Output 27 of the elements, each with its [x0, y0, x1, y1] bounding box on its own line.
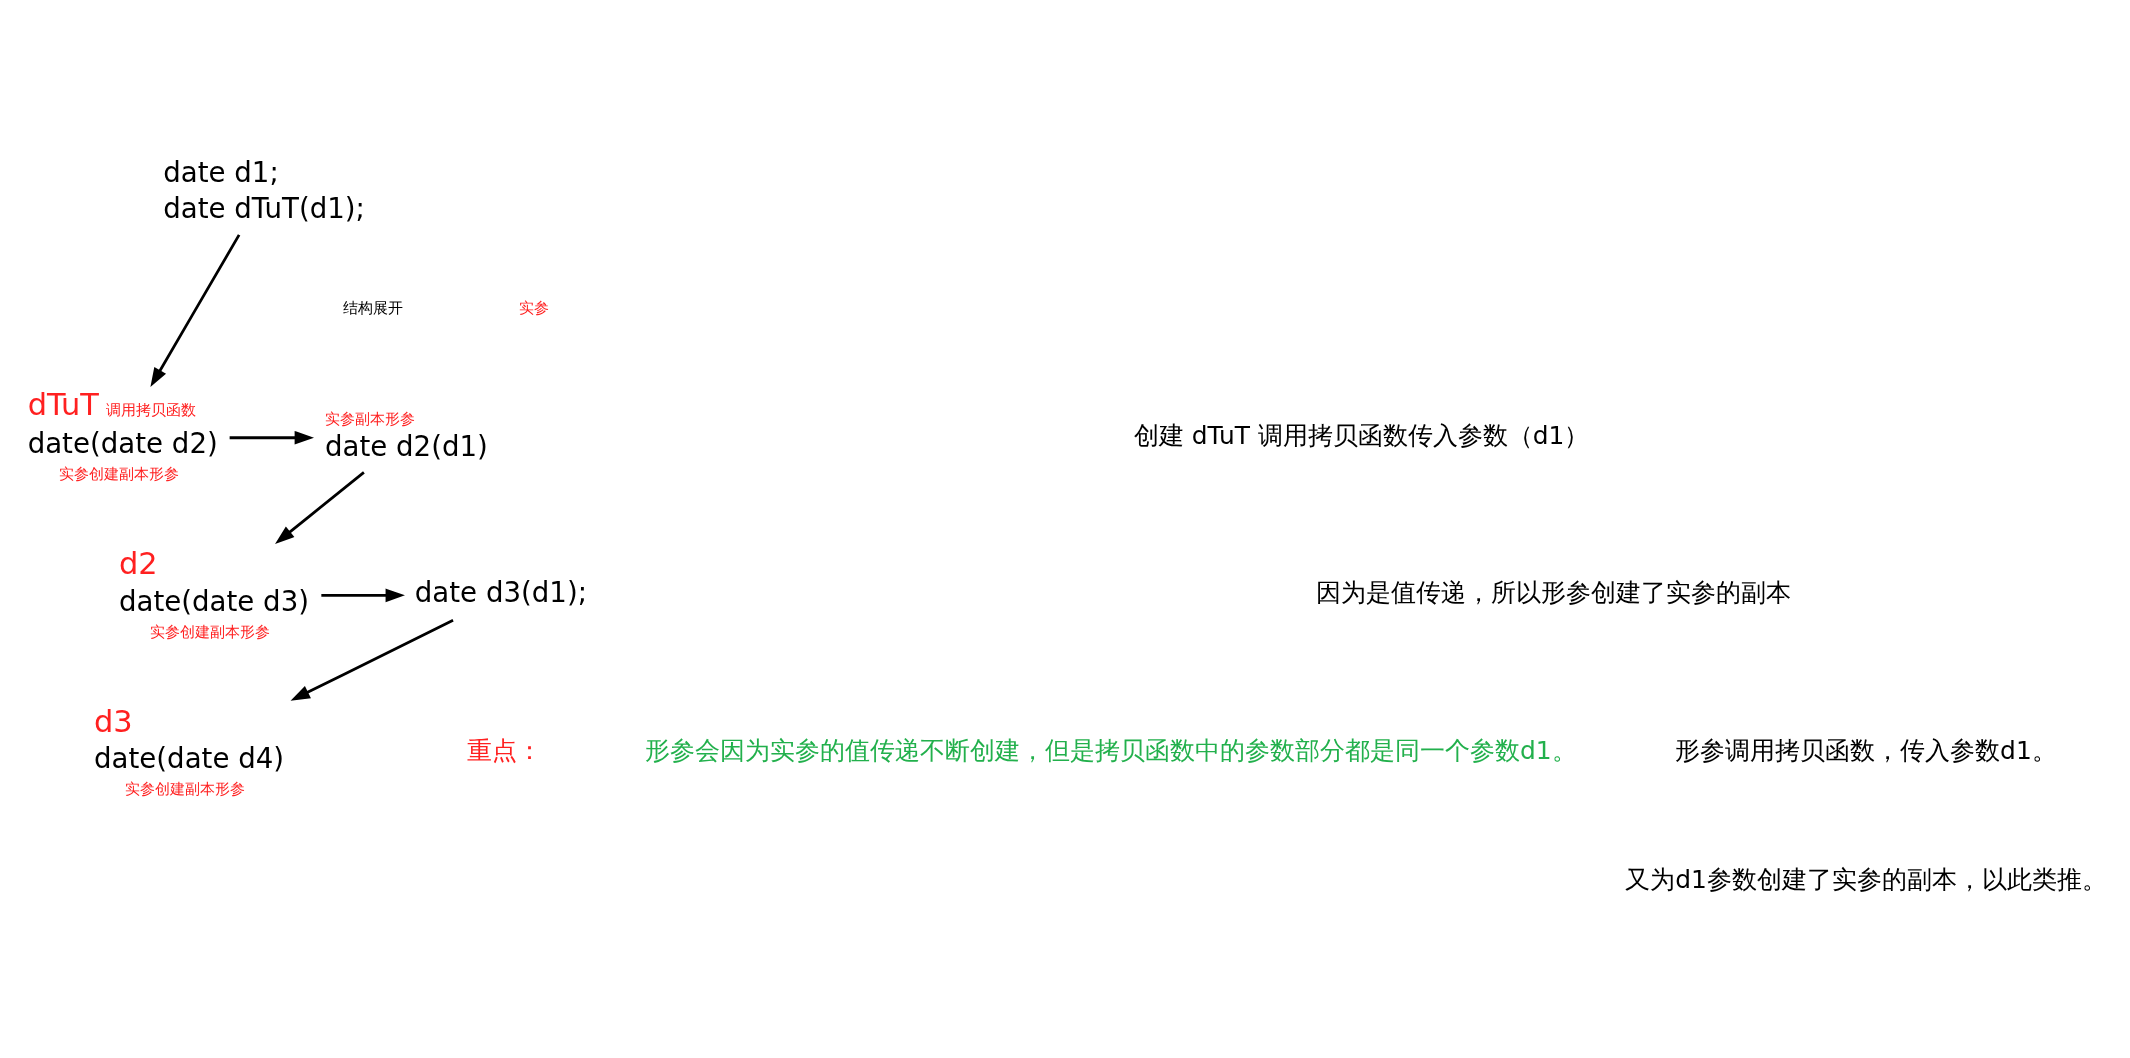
node-label: 实参创建副本形参	[125, 780, 246, 799]
node-label: 实参副本形参	[324, 409, 415, 428]
node-label: 调用拷贝函数	[106, 401, 197, 420]
node-text: date d1; date dTuT(d1);	[163, 155, 365, 225]
node-text: date(date d2)	[27, 426, 218, 460]
node-text: date(date d4)	[94, 742, 285, 776]
node-label: 实参创建副本形参	[58, 464, 179, 483]
arrow	[290, 619, 454, 701]
label: 形参会因为实参的值传递不断创建，但是拷贝函数中的参数部分都是同一个参数d1。	[645, 736, 1577, 766]
label: 因为是值传递，所以形参创建了实参的副本	[1315, 578, 1791, 608]
node-label: d3	[94, 703, 133, 739]
arrow	[275, 471, 365, 544]
node-text: date d3(d1);	[414, 576, 588, 610]
node-text: date(date d3)	[118, 584, 310, 618]
arrow	[150, 234, 241, 388]
label: 创建 dTuT 调用拷贝函数传入参数（d1）	[1133, 420, 1590, 450]
node-text: date d2(d1)	[324, 429, 488, 463]
label: 形参调用拷贝函数，传入参数d1。	[1675, 736, 2057, 766]
label: 结构展开	[342, 299, 403, 318]
label: 又为d1参数创建了实参的副本，以此类推。	[1625, 864, 2107, 894]
arrow	[321, 588, 405, 603]
arrow	[229, 430, 315, 445]
label: 实参	[519, 299, 550, 318]
node-label: dTuT	[27, 387, 99, 423]
node-label: d2	[118, 546, 158, 582]
label: 重点：	[466, 736, 542, 766]
node-label: 实参创建副本形参	[150, 622, 271, 641]
